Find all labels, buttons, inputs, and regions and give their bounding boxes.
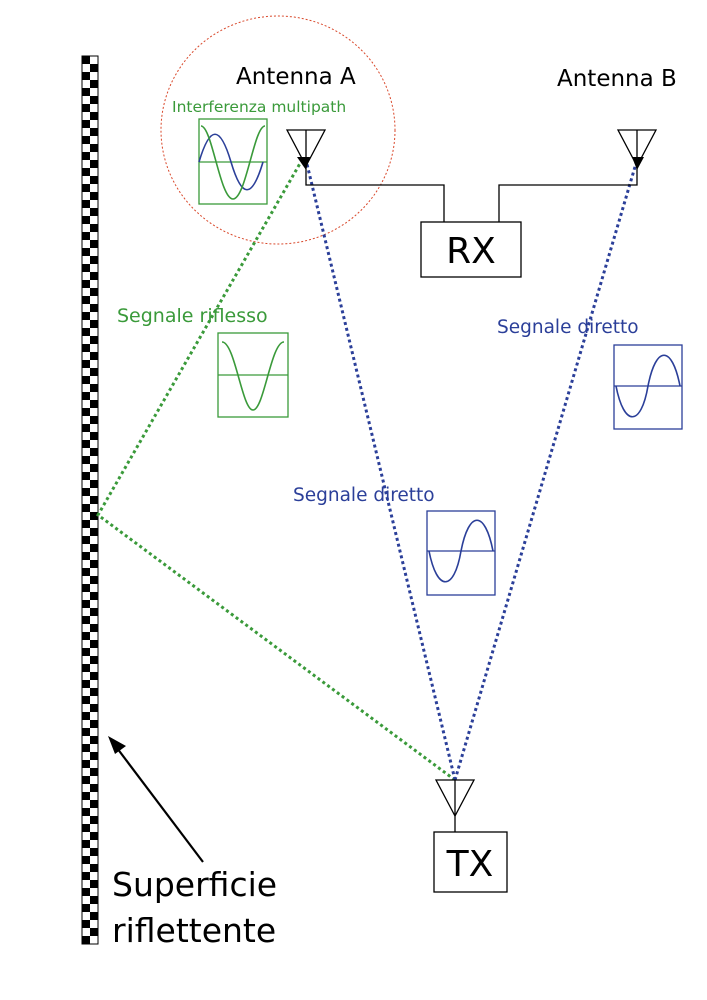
direct-signal-path-a (304, 159, 457, 781)
receiver-box: RX (420, 221, 522, 278)
surface-label-line1: Superficie (112, 865, 277, 904)
interference-waveform-icon (198, 118, 268, 205)
reflected-signal-path (96, 159, 456, 782)
feed-lines (305, 160, 638, 222)
interference-label: Interferenza multipath (172, 98, 346, 116)
antenna-b-label: Antenna B (557, 66, 677, 92)
transmitter-box: TX (433, 831, 508, 893)
surface-label-line2: riflettente (112, 911, 276, 950)
antenna-b-icon (616, 129, 658, 170)
direct-waveform-center-icon (426, 510, 496, 596)
antenna-a-icon (285, 129, 327, 170)
reflected-waveform-icon (217, 332, 289, 418)
antenna-a-label: Antenna A (236, 64, 356, 90)
transmitter-antenna-icon (434, 779, 476, 832)
receiver-label: RX (446, 231, 496, 272)
direct-waveform-right-icon (613, 344, 683, 430)
reflected-signal-label: Segnale riflesso (117, 305, 268, 327)
surface-pointer-arrow (108, 736, 204, 863)
transmitter-label: TX (446, 844, 494, 885)
direct-signal-center-label: Segnale diretto (293, 485, 435, 506)
direct-signal-right-label: Segnale diretto (497, 317, 639, 338)
multipath-highlight-ellipse (160, 15, 396, 245)
reflective-surface (81, 55, 99, 945)
